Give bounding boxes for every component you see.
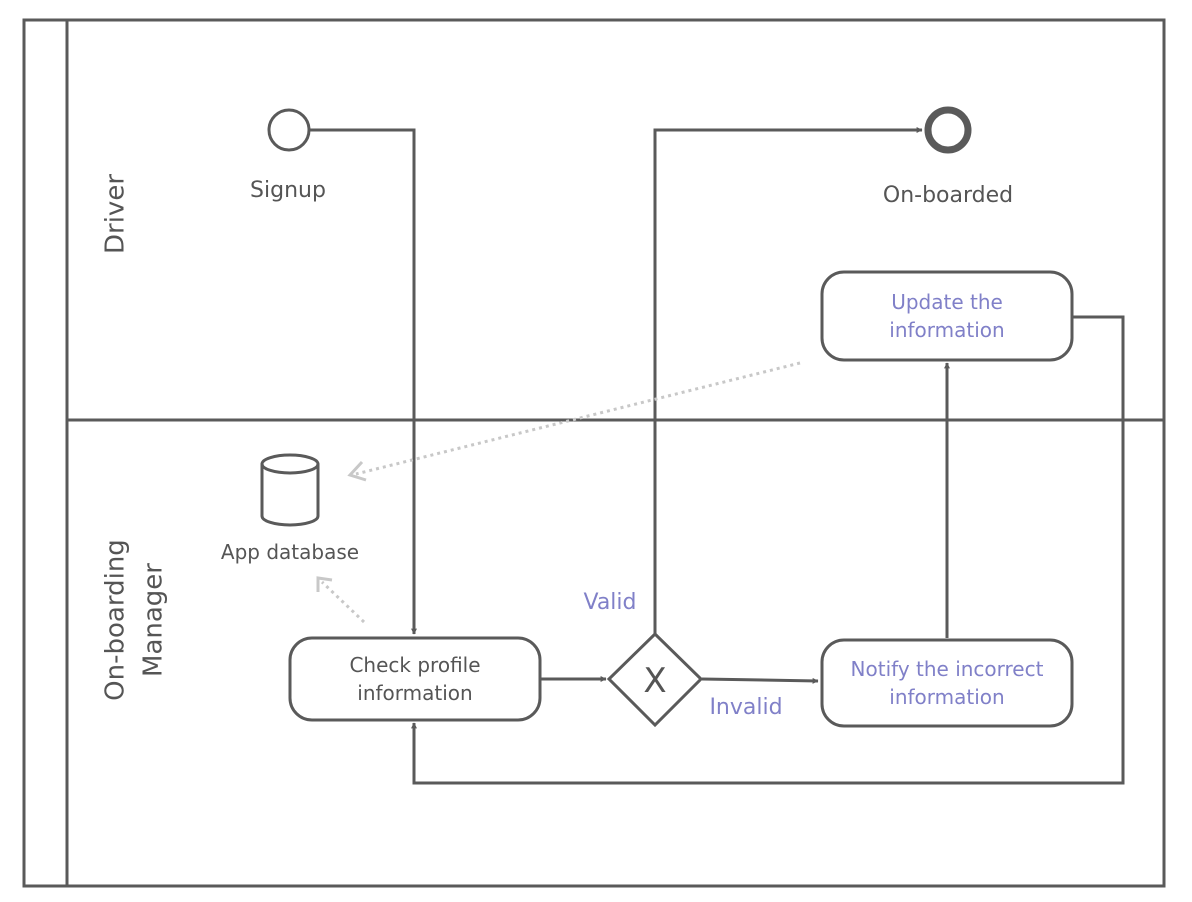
task-check-line2: information: [357, 681, 472, 705]
lane-manager-line1: On-boarding: [101, 539, 131, 701]
end-event-label: On-boarded: [883, 183, 1013, 208]
lane-manager-line2: Manager: [139, 563, 169, 677]
association-check-to-database: [320, 580, 366, 624]
flow-invalid-to-notify: [701, 677, 819, 684]
task-update-box[interactable]: [820, 270, 1074, 362]
start-event[interactable]: Signup: [250, 108, 326, 203]
task-notify-line2: information: [889, 685, 1004, 709]
lane-driver-label: Driver: [101, 174, 131, 254]
task-notify-line1: Notify the incorrect: [851, 657, 1044, 681]
task-check-line1: Check profile: [349, 653, 480, 677]
pool-border: [22, 18, 1166, 888]
flow-signup-to-check: [310, 128, 417, 635]
flow-valid-to-end: [653, 127, 923, 634]
task-check-profile[interactable]: Check profile information: [288, 636, 542, 722]
task-update-line2: information: [889, 318, 1004, 342]
gateway-valid-label: Valid: [583, 590, 636, 615]
lane-manager-label: On-boarding Manager: [101, 539, 169, 701]
task-update-information[interactable]: Update the information: [820, 270, 1074, 362]
gateway-diamond[interactable]: [606, 631, 704, 728]
database-icon-top: [260, 453, 320, 475]
association-check-arrowhead: [316, 576, 333, 592]
start-event-label: Signup: [250, 178, 326, 203]
end-event-circle[interactable]: [924, 106, 972, 154]
task-notify-incorrect[interactable]: Notify the incorrect information: [820, 638, 1074, 728]
exclusive-gateway[interactable]: X Valid Invalid: [583, 590, 783, 728]
sequence-flows: [310, 127, 1125, 785]
end-event[interactable]: On-boarded: [883, 106, 1013, 208]
task-check-box[interactable]: [288, 636, 542, 722]
lane-driver-text: Driver: [101, 174, 131, 254]
association-update-arrowhead: [347, 460, 367, 482]
gateway-x-symbol: X: [643, 661, 666, 701]
flow-update-to-check: [411, 315, 1125, 785]
data-associations: [316, 361, 801, 624]
start-event-circle[interactable]: [267, 108, 311, 152]
task-update-line1: Update the: [891, 290, 1003, 314]
database-icon[interactable]: [260, 464, 320, 527]
task-notify-box[interactable]: [820, 638, 1074, 728]
database-label: App database: [221, 540, 359, 564]
pool: [22, 18, 1166, 888]
data-store-app-database[interactable]: App database: [221, 453, 359, 564]
gateway-invalid-label: Invalid: [709, 695, 782, 720]
